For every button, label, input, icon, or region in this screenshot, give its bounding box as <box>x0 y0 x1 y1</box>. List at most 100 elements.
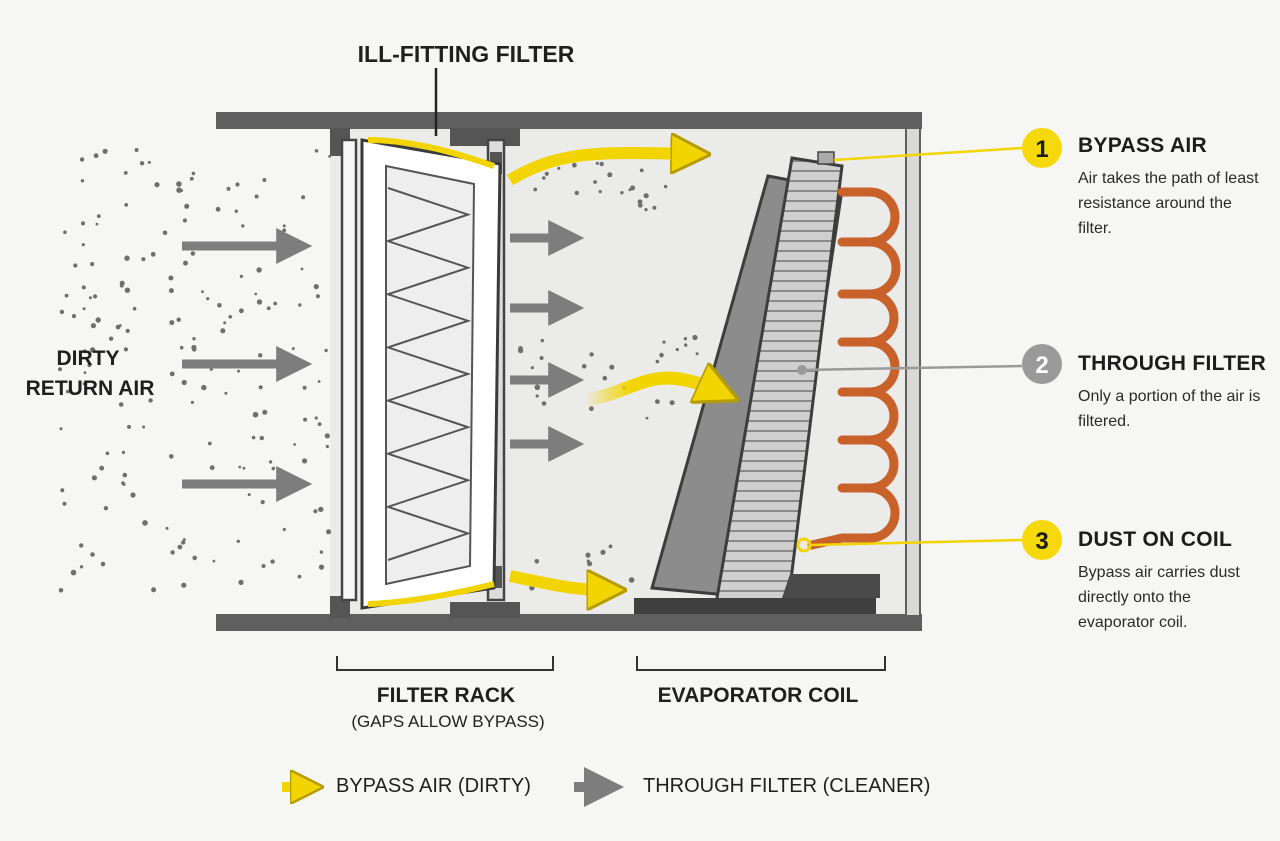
dust-particle <box>541 401 547 406</box>
dust-particle <box>254 194 259 199</box>
dust-particle <box>234 209 238 213</box>
dust-particle <box>258 385 263 390</box>
dust-particle <box>102 148 108 154</box>
dust-particle <box>239 274 243 278</box>
dust-particle <box>637 199 643 205</box>
dust-particle <box>80 221 86 226</box>
duct-end-panel <box>905 127 921 617</box>
dust-particle <box>644 208 648 212</box>
dust-particle <box>293 443 296 446</box>
dust-particle <box>142 425 146 429</box>
callout-badges: 1 2 3 <box>1022 128 1062 560</box>
badge-1 <box>1022 128 1062 168</box>
dust-particle <box>118 402 124 407</box>
filter-rack-sublabel: (GAPS ALLOW BYPASS) <box>351 712 544 731</box>
dust-particle <box>318 564 325 570</box>
dust-particle <box>83 371 87 374</box>
dust-particle <box>80 179 85 183</box>
dust-particle <box>238 465 242 469</box>
dust-particle <box>88 296 92 300</box>
legend-bypass-label: BYPASS AIR (DIRTY) <box>336 775 531 797</box>
dust-particle <box>224 391 228 395</box>
evaporator-coil-label: EVAPORATOR COIL <box>658 684 859 707</box>
dust-particle <box>282 527 286 532</box>
dust-particle <box>192 337 196 341</box>
badge-2-number: 2 <box>1035 352 1048 379</box>
dust-particle <box>585 552 591 558</box>
dust-particle <box>655 359 660 364</box>
dust-particle <box>324 433 330 439</box>
dust-particle <box>291 347 295 351</box>
duct-bottom-wall <box>216 614 922 631</box>
dust-particle <box>297 574 302 579</box>
dust-particle <box>557 166 561 170</box>
dust-particle <box>662 340 666 344</box>
dust-particle <box>282 224 286 228</box>
dust-particle <box>212 559 216 563</box>
dust-particle <box>314 149 319 153</box>
dust-particle <box>302 385 307 390</box>
dust-particle <box>82 307 86 311</box>
dust-particle <box>589 352 594 357</box>
filter-pleats <box>384 187 472 561</box>
dust-particle <box>169 371 175 377</box>
bypass-arrows <box>367 140 720 604</box>
dust-particle <box>247 493 251 497</box>
dust-particle <box>148 398 153 403</box>
leader-3 <box>809 538 1023 547</box>
dust-particle <box>318 506 324 513</box>
dust-particle <box>70 569 77 576</box>
dust-particle <box>90 323 96 329</box>
dust-particle <box>168 288 174 294</box>
dust-particle <box>669 400 675 406</box>
through-filter-arrows <box>182 220 585 502</box>
dust-particle <box>192 555 197 561</box>
dust-particle <box>190 251 196 256</box>
dust-particle <box>302 458 308 464</box>
dust-particle <box>123 171 128 175</box>
ill-fitting-filter-label: ILL-FITTING FILTER <box>358 41 575 67</box>
duct-top-wall <box>216 112 922 129</box>
dust-particle <box>325 444 329 449</box>
dust-particle <box>259 435 264 441</box>
legend-through-label: THROUGH FILTER (CLEANER) <box>643 775 931 797</box>
dust-particle <box>517 347 524 354</box>
dust-particle <box>60 488 65 493</box>
callout-title: THROUGH FILTER <box>1078 352 1267 375</box>
dust-particle <box>141 257 146 262</box>
dust-particle <box>190 400 194 404</box>
dust-particle <box>87 363 92 368</box>
dust-particle <box>313 284 319 290</box>
dust-particle <box>620 191 624 195</box>
dust-particle <box>256 267 262 273</box>
dust-particle <box>79 543 84 548</box>
dust-particle <box>182 538 186 542</box>
dust-particle <box>182 218 187 223</box>
dust-particle <box>192 347 197 352</box>
dust-particle <box>300 267 304 271</box>
drain-pan <box>634 598 876 614</box>
dust-particle <box>252 411 259 418</box>
dust-particle <box>81 285 86 290</box>
dust-particle <box>58 367 62 372</box>
dust-particle <box>130 492 136 498</box>
dust-particle <box>534 384 541 391</box>
dust-particle <box>63 230 67 234</box>
dust-particle <box>239 308 244 314</box>
dust-particle <box>530 366 535 370</box>
dust-particle <box>254 292 258 296</box>
dust-particle <box>169 454 174 459</box>
dust-particle <box>630 185 636 191</box>
dust-particle <box>628 577 635 583</box>
dust-particle <box>79 157 85 162</box>
dust-particle <box>123 347 128 352</box>
dust-particle <box>692 334 698 341</box>
callout-title: DUST ON COIL <box>1078 528 1233 551</box>
dust-particle <box>324 348 328 353</box>
dust-particle <box>237 369 240 373</box>
dust-particle <box>181 582 187 588</box>
dust-particle <box>238 579 244 586</box>
dust-particle <box>177 544 183 550</box>
dust-particle <box>241 224 245 228</box>
